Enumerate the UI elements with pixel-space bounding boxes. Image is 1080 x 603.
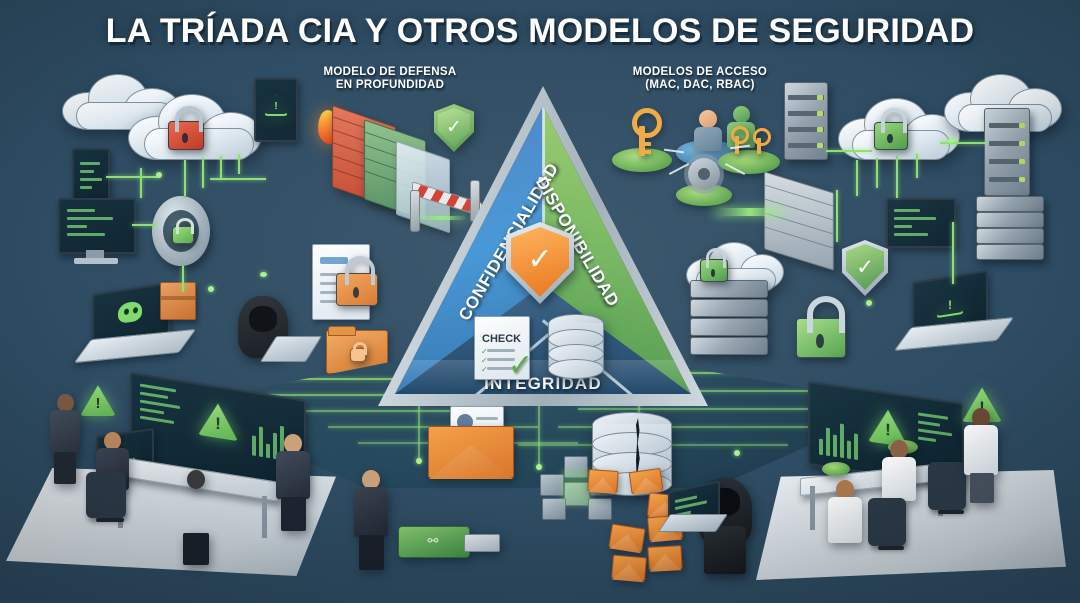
network-wire bbox=[896, 156, 898, 198]
server-stack-icon bbox=[690, 280, 768, 355]
package-box-icon bbox=[160, 282, 196, 320]
network-wire bbox=[132, 224, 156, 226]
checklist-document-icon: CHECK ✓ ✓ ✓ bbox=[474, 316, 530, 380]
shield-check-icon: ✓ bbox=[506, 222, 574, 304]
server-rack-icon bbox=[784, 82, 828, 160]
small-key-icon bbox=[730, 126, 749, 154]
cia-triad-pyramid: ✓ CHECK ✓ ✓ ✓ ✓ CONFIDENCIALIDAD DISPONI… bbox=[378, 86, 708, 406]
network-wire bbox=[210, 178, 266, 180]
green-shield-check-icon: ✓ bbox=[434, 104, 474, 152]
monitor-stand bbox=[86, 250, 104, 260]
hacker-laptop-base bbox=[657, 514, 729, 532]
network-wire bbox=[952, 222, 954, 284]
orange-key-icon bbox=[630, 108, 662, 156]
network-node-dot bbox=[260, 272, 267, 277]
caption-line-2: EN PROFUNDIDAD bbox=[335, 79, 445, 91]
monitor-network-icon bbox=[886, 198, 956, 248]
network-node-dot bbox=[156, 172, 162, 178]
analyst-back[interactable] bbox=[176, 470, 216, 565]
red-padlock-icon bbox=[168, 106, 204, 150]
office-chair[interactable] bbox=[86, 472, 126, 518]
phishing-envelope-icon bbox=[647, 545, 683, 571]
network-node-dot bbox=[948, 138, 955, 143]
green-padlock-icon bbox=[874, 108, 908, 150]
desk-leg bbox=[810, 486, 815, 530]
right-scene-group: ✓ ! bbox=[0, 0, 1062, 358]
phishing-envelope-icon bbox=[587, 468, 619, 493]
network-wire bbox=[876, 158, 878, 188]
network-node-dot bbox=[866, 300, 872, 306]
tablet-warning-icon: ! bbox=[254, 78, 298, 142]
platform-disc bbox=[676, 184, 732, 206]
chair-base bbox=[96, 518, 124, 522]
checklist-label: CHECK bbox=[482, 333, 522, 345]
network-wire bbox=[140, 168, 142, 198]
network-wire bbox=[182, 266, 184, 292]
hacker-hoodie-icon bbox=[238, 296, 288, 358]
storage-stack-icon bbox=[976, 196, 1044, 260]
green-padlock-icon bbox=[700, 248, 728, 282]
lab-supervisor-standing[interactable] bbox=[962, 408, 1000, 504]
small-key-icon bbox=[752, 128, 771, 154]
network-wire bbox=[184, 160, 186, 196]
network-wire bbox=[826, 150, 872, 152]
lock-medallion-icon bbox=[152, 196, 210, 266]
warning-triangle-icon: ! bbox=[962, 386, 1002, 422]
chair-base bbox=[938, 510, 964, 514]
usb-drive-icon: ⚯ bbox=[398, 522, 502, 562]
green-beam bbox=[714, 208, 786, 216]
envelope-id-card-icon bbox=[428, 426, 514, 479]
network-wire bbox=[916, 154, 918, 178]
divider-vertical bbox=[542, 106, 545, 285]
monitor-code-icon bbox=[58, 198, 136, 254]
orange-padlock-icon bbox=[336, 256, 378, 306]
network-wire bbox=[836, 190, 838, 242]
label-integrity: INTEGRIDAD bbox=[484, 374, 602, 393]
caption-line-1: MODELOS DE ACCESO bbox=[632, 66, 768, 78]
warning-triangle-icon: ! bbox=[80, 384, 116, 416]
hacker-laptop-icon bbox=[698, 478, 752, 574]
office-chair[interactable] bbox=[928, 462, 966, 510]
lab-worker-seated[interactable] bbox=[826, 480, 864, 562]
network-wire bbox=[202, 158, 204, 188]
network-node-dot bbox=[208, 286, 214, 292]
green-padlock-icon bbox=[796, 296, 846, 358]
network-wire bbox=[220, 156, 222, 180]
smartphone-code-icon bbox=[72, 148, 110, 204]
page-title: LA TRÍADA CIA Y OTROS MODELOS DE SEGURID… bbox=[105, 12, 975, 50]
analyst-with-laptop[interactable] bbox=[352, 470, 390, 570]
green-check-icon: ✓ bbox=[508, 349, 534, 382]
server-rack-icon bbox=[984, 108, 1030, 196]
caption-line-1: MODELO DE DEFENSA bbox=[323, 66, 457, 78]
office-chair[interactable] bbox=[868, 498, 906, 546]
desk-leg bbox=[262, 496, 267, 538]
network-wire bbox=[940, 142, 986, 144]
gear-icon bbox=[688, 158, 720, 190]
monitor-base bbox=[74, 258, 118, 264]
network-wire bbox=[238, 154, 240, 174]
caption-defense-in-depth: MODELO DE DEFENSA EN PROFUNDIDAD bbox=[290, 66, 490, 92]
analyst-standing[interactable] bbox=[48, 394, 82, 484]
phishing-envelope-icon bbox=[628, 467, 664, 494]
phishing-envelope-icon bbox=[608, 523, 646, 552]
caption-line-2: (MAC, DAC, RBAC) bbox=[645, 79, 755, 91]
phishing-envelope-icon bbox=[611, 554, 647, 582]
analyst-pointing[interactable] bbox=[274, 434, 312, 531]
shield-check-icon: ✓ bbox=[842, 240, 888, 296]
network-wire bbox=[106, 176, 158, 178]
lab-worker-seated[interactable] bbox=[880, 440, 918, 520]
user-avatar-icon bbox=[692, 110, 724, 152]
green-indicator-light bbox=[822, 462, 850, 476]
green-beam bbox=[418, 216, 466, 220]
database-icon bbox=[548, 314, 604, 379]
chair-base bbox=[878, 546, 904, 550]
caption-access-models: MODELOS DE ACCESO (MAC, DAC, RBAC) bbox=[600, 66, 800, 92]
network-wire bbox=[856, 160, 858, 196]
platform-disc bbox=[718, 150, 780, 174]
defense-in-depth-group: ✓ bbox=[0, 0, 482, 234]
